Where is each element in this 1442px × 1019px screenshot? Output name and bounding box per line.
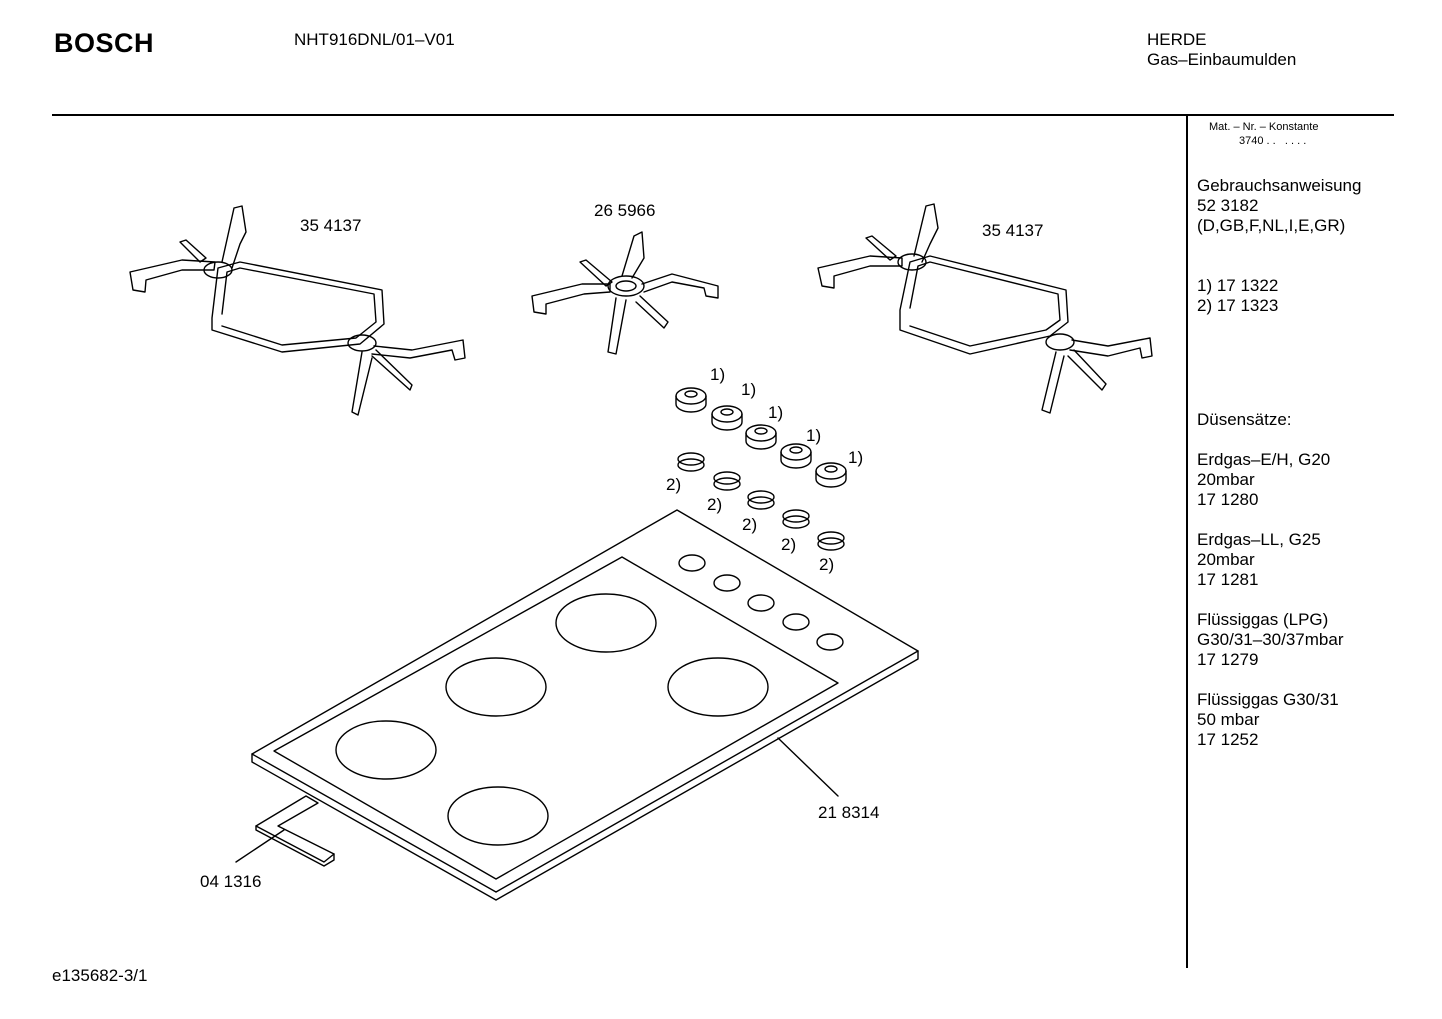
knob-hole — [713, 574, 741, 592]
manual-languages: (D,GB,F,NL,I,E,GR) — [1197, 216, 1346, 235]
manual-number: 52 3182 — [1197, 196, 1259, 215]
note-knob: 1) — [741, 380, 756, 399]
label-seal: 04 1316 — [200, 872, 261, 891]
knob-ring — [782, 509, 810, 529]
model-number: NHT916DNL/01–V01 — [294, 30, 455, 49]
burner-opening — [335, 720, 437, 780]
nozzle-gas: Flüssiggas (LPG) — [1197, 610, 1329, 629]
burner-opening — [445, 657, 547, 717]
knob-ring — [747, 490, 775, 510]
notes-block: 1) 17 1322 2) 17 1323 — [1197, 276, 1387, 316]
knob-ring — [713, 471, 741, 491]
note-1: 1) 17 1322 — [1197, 276, 1279, 295]
knobs — [675, 387, 847, 488]
nozzle-pressure: 50 mbar — [1197, 710, 1260, 729]
nozzle-set-2: Erdgas–LL, G25 20mbar 17 1281 — [1197, 530, 1387, 590]
category: HERDE Gas–Einbaumulden — [1147, 30, 1296, 70]
knob-hole — [747, 594, 775, 612]
note-ring: 2) — [666, 475, 681, 494]
nozzle-pressure: G30/31–30/37mbar — [1197, 630, 1344, 649]
nozzle-gas: Flüssiggas G30/31 — [1197, 690, 1339, 709]
knob-hole — [678, 554, 706, 572]
label-hob: 21 8314 — [818, 803, 879, 822]
knob — [780, 443, 812, 469]
nozzle-number: 17 1252 — [1197, 730, 1259, 749]
nozzle-gas: Erdgas–LL, G25 — [1197, 530, 1321, 549]
sidebar-rule — [1186, 116, 1188, 968]
leader-line — [235, 829, 285, 863]
knob — [675, 387, 707, 413]
note-2: 2) 17 1323 — [1197, 296, 1279, 315]
nozzle-set-3: Flüssiggas (LPG) G30/31–30/37mbar 17 127… — [1197, 610, 1387, 670]
exploded-view-drawing: 35 4137 26 5966 35 4137 1) 1) 1) 1) 1) — [129, 201, 1153, 901]
label-grate-center: 26 5966 — [594, 201, 655, 220]
burner-opening — [667, 657, 769, 717]
nozzle-set-1: Erdgas–E/H, G20 20mbar 17 1280 — [1197, 450, 1387, 510]
nozzle-pressure: 20mbar — [1197, 550, 1255, 569]
brand-logo: BOSCH — [54, 28, 155, 58]
nozzle-set-4: Flüssiggas G30/31 50 mbar 17 1252 — [1197, 690, 1387, 750]
grate-left — [129, 205, 466, 416]
note-knob: 1) — [848, 448, 863, 467]
label-grate-right: 35 4137 — [982, 221, 1043, 240]
note-ring: 2) — [707, 495, 722, 514]
nozzle-title: Düsensätze: — [1197, 410, 1292, 429]
nozzle-number: 17 1280 — [1197, 490, 1259, 509]
knob-ring — [817, 531, 845, 551]
note-ring: 2) — [819, 555, 834, 574]
knob-ring — [677, 452, 705, 472]
seal-strip — [255, 795, 335, 867]
header-rule — [52, 114, 1394, 116]
note-ring: 2) — [742, 515, 757, 534]
burner-opening — [447, 786, 549, 846]
label-grate-left: 35 4137 — [300, 216, 361, 235]
mat-number-block: Mat. – Nr. – Konstante 3740 . . . . . . — [1197, 120, 1387, 148]
category-sub: Gas–Einbaumulden — [1147, 50, 1297, 69]
nozzle-number: 17 1281 — [1197, 570, 1259, 589]
leader-line — [777, 737, 839, 797]
knob-hole — [782, 613, 810, 631]
knob-hole — [816, 633, 844, 651]
mat-value: 3740 . . . . . . — [1239, 135, 1307, 147]
manual-block: Gebrauchsanweisung 52 3182 (D,GB,F,NL,I,… — [1197, 176, 1387, 236]
hob-plate — [251, 509, 919, 901]
grate-right — [817, 203, 1153, 414]
knob — [815, 462, 847, 488]
nozzle-gas: Erdgas–E/H, G20 — [1197, 450, 1331, 469]
note-ring: 2) — [781, 535, 796, 554]
knob — [711, 405, 743, 431]
sidebar: Mat. – Nr. – Konstante 3740 . . . . . . … — [1197, 120, 1387, 750]
nozzle-number: 17 1279 — [1197, 650, 1259, 669]
knob-rings — [677, 452, 845, 551]
category-main: HERDE — [1147, 30, 1207, 49]
grate-center — [531, 231, 719, 355]
note-knob: 1) — [768, 403, 783, 422]
burner-opening — [555, 593, 657, 653]
drawing-id: e135682-3/1 — [52, 966, 148, 985]
mat-heading: Mat. – Nr. – Konstante — [1209, 121, 1319, 133]
knob — [745, 424, 777, 450]
nozzle-pressure: 20mbar — [1197, 470, 1255, 489]
note-knob: 1) — [806, 426, 821, 445]
manual-title: Gebrauchsanweisung — [1197, 176, 1362, 195]
note-knob: 1) — [710, 365, 725, 384]
